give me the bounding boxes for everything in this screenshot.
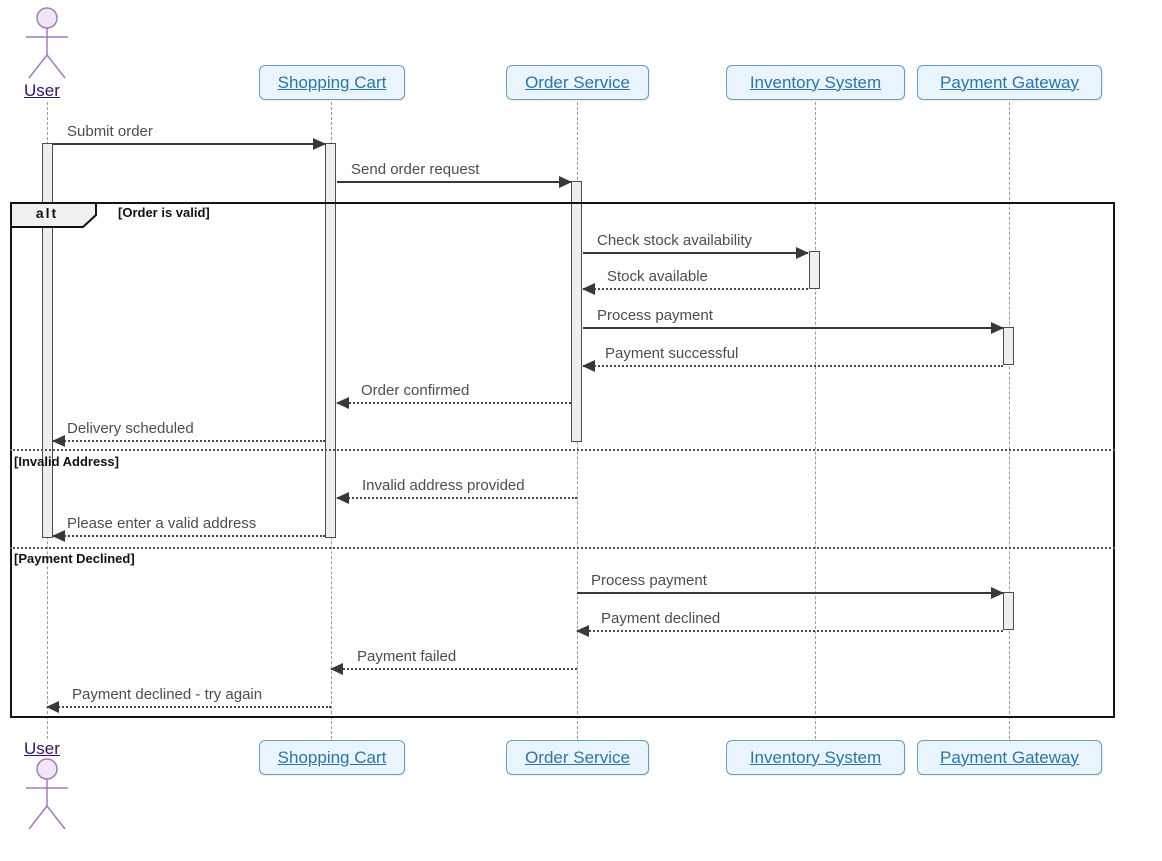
arrowhead-icon <box>313 138 326 150</box>
message-invalid-address-provided: Invalid address provided <box>336 476 577 504</box>
participant-inventory-system-bottom: Inventory System <box>726 740 905 775</box>
alt-operator-pentagon: alt <box>10 202 105 229</box>
message-payment-successful: Payment successful <box>582 344 1003 372</box>
arrowhead-icon <box>991 322 1004 334</box>
message-submit-order: Submit order <box>53 122 326 150</box>
arrowhead-icon <box>336 397 349 409</box>
user-actor-icon-bottom <box>26 758 68 830</box>
activation-inventory-system <box>809 251 820 289</box>
arrowhead-icon <box>576 625 589 637</box>
participant-shopping-cart-top: Shopping Cart <box>259 65 405 100</box>
participant-inventory-system-top: Inventory System <box>726 65 905 100</box>
arrowhead-icon <box>52 435 65 447</box>
arrowhead-icon <box>796 247 809 259</box>
participant-label: Payment Gateway <box>940 747 1079 767</box>
lifeline-payment-gateway <box>1009 102 1010 739</box>
participant-payment-gateway-bottom: Payment Gateway <box>917 740 1102 775</box>
arrowhead-icon <box>336 492 349 504</box>
participant-shopping-cart-bottom: Shopping Cart <box>259 740 405 775</box>
participant-label: Shopping Cart <box>277 747 387 767</box>
participant-label: Inventory System <box>749 72 882 92</box>
alt-operator-label: alt <box>35 205 59 221</box>
user-actor-label-bottom: User <box>24 739 60 758</box>
guard-invalid-address: [Invalid Address] <box>14 454 119 469</box>
guard-payment-declined: [Payment Declined] <box>14 551 135 566</box>
message-payment-failed: Payment failed <box>330 647 577 675</box>
message-payment-declined-try-again: Payment declined - try again <box>46 685 331 713</box>
participant-payment-gateway-top: Payment Gateway <box>917 65 1102 100</box>
message-delivery-scheduled: Delivery scheduled <box>52 419 325 447</box>
activation-payment-gateway-1 <box>1003 327 1014 365</box>
message-process-payment-2: Process payment <box>577 571 1004 599</box>
message-order-confirmed: Order confirmed <box>336 381 571 409</box>
message-please-enter-valid-address: Please enter a valid address <box>52 514 325 542</box>
participant-label: Inventory System <box>749 747 882 767</box>
participant-label: Shopping Cart <box>277 72 387 92</box>
message-payment-declined: Payment declined <box>576 609 1003 637</box>
message-process-payment-1: Process payment <box>583 306 1004 334</box>
alt-section-divider-1 <box>10 449 1115 451</box>
arrowhead-icon <box>991 587 1004 599</box>
alt-section-divider-2 <box>10 547 1115 549</box>
activation-shopping-cart <box>325 143 336 538</box>
arrowhead-icon <box>559 176 572 188</box>
arrowhead-icon <box>582 283 595 295</box>
arrowhead-icon <box>52 530 65 542</box>
activation-user <box>42 143 53 538</box>
message-send-order-request: Send order request <box>337 160 572 188</box>
participant-label: Payment Gateway <box>940 72 1079 92</box>
message-stock-available: Stock available <box>582 267 808 295</box>
participant-order-service-top: Order Service <box>506 65 649 100</box>
activation-order-service <box>571 181 582 442</box>
message-check-stock-availability: Check stock availability <box>583 231 809 259</box>
participant-label: Order Service <box>525 747 630 767</box>
arrowhead-icon <box>46 701 59 713</box>
alt-fragment-frame <box>10 202 1115 718</box>
arrowhead-icon <box>330 663 343 675</box>
lifeline-inventory-system <box>815 102 816 739</box>
user-actor-label-top: User <box>24 81 60 100</box>
arrowhead-icon <box>582 360 595 372</box>
user-actor-icon-top <box>26 7 68 79</box>
participant-order-service-bottom: Order Service <box>506 740 649 775</box>
participant-label: Order Service <box>525 72 630 92</box>
activation-payment-gateway-2 <box>1003 592 1014 630</box>
guard-order-is-valid: [Order is valid] <box>118 205 210 220</box>
